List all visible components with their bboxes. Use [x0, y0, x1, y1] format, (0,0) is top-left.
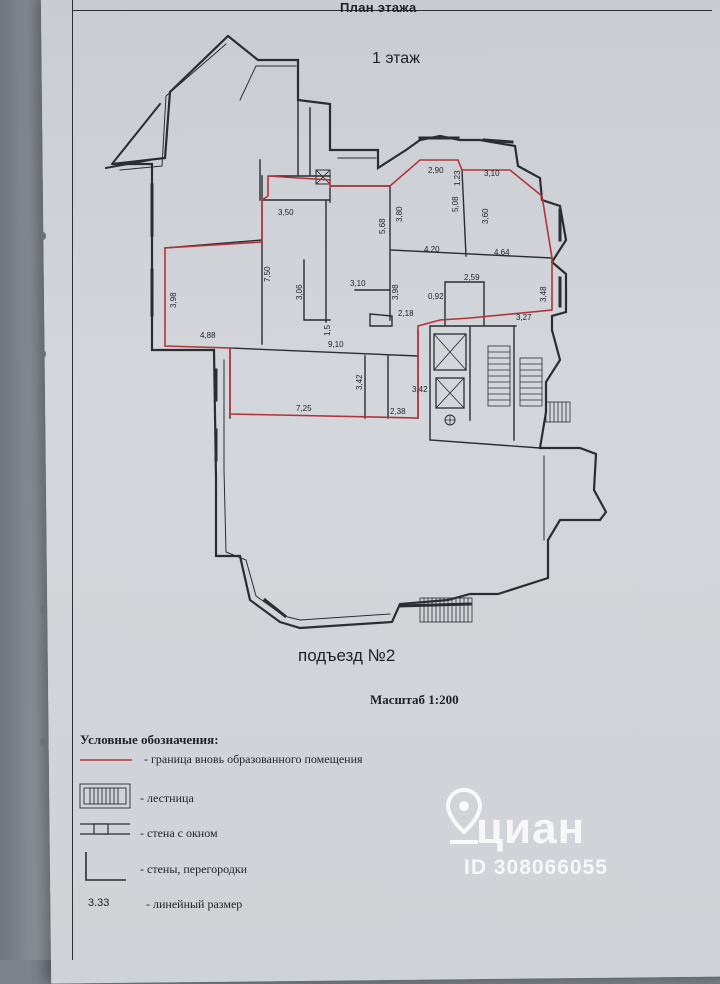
walls — [104, 34, 608, 630]
entrance-label: подъезд №2 — [298, 646, 396, 665]
legend-item-dimension: - линейный размер — [146, 897, 243, 911]
dim-label: 3,10 — [484, 169, 500, 178]
dim-label: 1,5 — [323, 324, 332, 336]
dim-label: 3,98 — [169, 292, 178, 308]
legend-walls-symbol — [85, 852, 126, 881]
dim-label: 7,50 — [263, 266, 272, 282]
dim-label: 3,10 — [350, 279, 366, 288]
window-marks — [150, 136, 562, 619]
dim-label: 0,92 — [428, 292, 444, 301]
plan-title: План этажа — [340, 0, 417, 15]
elevator-2 — [435, 377, 465, 409]
legend-item-boundary: - граница вновь образованного помещения — [144, 752, 363, 766]
dim-label: 2,38 — [390, 407, 406, 416]
legend-item-stairs: - лестница — [140, 791, 194, 805]
dim-label: 5,08 — [451, 196, 460, 212]
dim-label: 9,10 — [328, 340, 344, 349]
dim-label: 3,48 — [539, 286, 548, 302]
legend-item-walls: - стены, перегородки — [140, 862, 248, 876]
dim-label: 4,20 — [424, 245, 440, 254]
scale-label: Масштаб 1:200 — [370, 692, 459, 707]
dim-label: 4,64 — [494, 248, 510, 257]
dim-label: 3,80 — [395, 206, 404, 222]
outer-wall — [111, 34, 608, 630]
legend-symbols — [79, 759, 132, 881]
dim-label: 3,98 — [391, 284, 400, 300]
dim-label: 3,42 — [355, 374, 364, 390]
dim-label: 2,59 — [464, 273, 480, 282]
dim-label: 3,50 — [278, 208, 294, 217]
floor-title: 1 этаж — [372, 50, 420, 67]
vent-shaft — [315, 169, 331, 185]
legend-title: Условные обозначения: — [80, 732, 219, 747]
title-rule — [72, 0, 712, 11]
new-premises-boundary — [164, 159, 553, 419]
dim-label: 3,06 — [295, 284, 304, 300]
dim-label: 3,60 — [481, 208, 490, 224]
dim-label: 1,23 — [453, 170, 462, 186]
legend-stairs-symbol — [79, 783, 131, 809]
dim-label: 2,18 — [398, 309, 414, 318]
partitions — [164, 99, 553, 449]
drawing-frame — [72, 0, 713, 960]
dim-label: 2,90 — [428, 166, 444, 175]
diagonal-wall — [104, 102, 162, 170]
legend-window-wall-symbol — [80, 823, 130, 835]
dim-label: 5,68 — [378, 218, 387, 234]
dim-label: 3,42 — [412, 385, 428, 394]
dimension-labels: 3,50 2,90 3,10 1,23 5,08 3,60 3,80 5,68 … — [169, 166, 548, 416]
elevator-1 — [433, 333, 467, 371]
outer-wall-inner — [119, 43, 545, 621]
dim-label: 7,25 — [296, 404, 312, 413]
legend-item-window-wall: - стена с окном — [140, 826, 218, 840]
floor-plan: 3,50 2,90 3,10 1,23 5,08 3,60 3,80 5,68 … — [79, 34, 608, 881]
stairs — [419, 345, 571, 623]
dim-label: 4,88 — [200, 331, 216, 340]
dim-label: 3,27 — [516, 313, 532, 322]
legend-dimension-sample: 3.33 — [88, 897, 110, 909]
